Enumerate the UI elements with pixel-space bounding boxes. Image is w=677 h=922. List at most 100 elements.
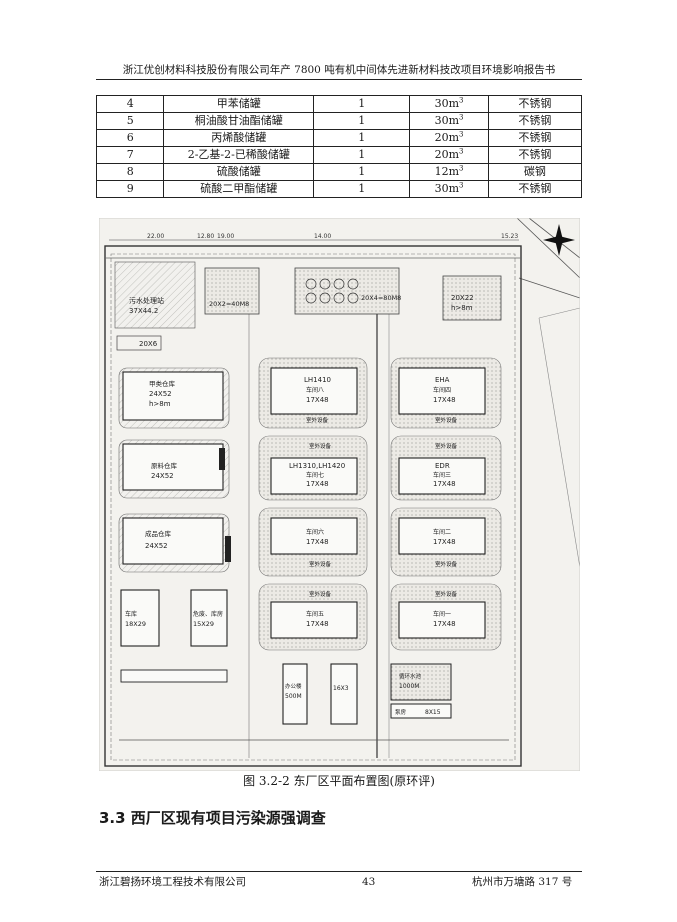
header-rule <box>96 79 582 80</box>
material: 不锈钢 <box>518 131 552 144</box>
tank-farm-1 <box>204 267 260 315</box>
material-cell: 不锈钢 <box>487 146 583 164</box>
wsC-dim: 17X48 <box>306 538 329 546</box>
tank1-label: 20X2=40M8 <box>209 300 249 308</box>
tank3-height: h>8m <box>451 304 473 312</box>
sewage-dim: 37X44.2 <box>129 307 158 315</box>
workshop-2 <box>398 517 486 555</box>
footer-company: 浙江碧扬环境工程技术有限公司 <box>99 876 246 888</box>
material: 不锈钢 <box>518 97 552 110</box>
workshop-6 <box>270 517 358 555</box>
workshop-4 <box>398 367 486 415</box>
wsD-name: 车间五 <box>306 610 324 618</box>
wsB-dim: 17X48 <box>306 480 329 488</box>
dim-3: 19.00 <box>217 233 234 240</box>
tank-name-cell: 2-乙基-2-已稀酸储罐 <box>163 146 315 164</box>
wsA-dim: 17X48 <box>306 396 329 404</box>
material-cell: 不锈钢 <box>487 129 583 147</box>
office-name: 办公楼 <box>285 682 302 690</box>
page-number: 43 <box>362 876 376 888</box>
wsH-name: 车间一 <box>433 610 451 618</box>
quantity-cell: 1 <box>313 163 411 181</box>
quantity-cell: 1 <box>313 180 411 198</box>
volume: 30m <box>434 97 460 110</box>
volume-unit-exponent: 3 <box>459 130 464 139</box>
wsE-name: 车间四 <box>433 386 451 394</box>
wsB-equip: 室外设备 <box>309 442 332 450</box>
workshop-5 <box>270 601 358 639</box>
wsH-equip: 室外设备 <box>435 590 458 598</box>
tank-farm-2 <box>294 267 400 315</box>
workshop-1 <box>398 601 486 639</box>
office-building <box>282 663 308 725</box>
wsG-name: 车间二 <box>433 528 451 536</box>
row-number: 6 <box>126 131 134 144</box>
small-building-1 <box>120 589 160 647</box>
volume: 20m <box>434 131 460 144</box>
quantity: 1 <box>358 131 366 144</box>
volume-cell: 20m3 <box>409 146 489 164</box>
tank-name: 硫酸二甲酯储罐 <box>200 182 278 195</box>
wsE-code: EHA <box>435 376 450 384</box>
volume: 30m <box>434 114 460 127</box>
water-pool <box>390 663 452 701</box>
footer-address: 杭州市万塘路 317 号 <box>472 876 573 888</box>
site-plan-drawing: 22.00 12.80 19.00 14.00 15.23 污水处理站 37X4… <box>99 218 580 771</box>
material: 碳钢 <box>523 165 546 178</box>
small2-name: 危废、库房 <box>193 610 223 618</box>
volume-cell: 30m3 <box>409 112 489 130</box>
row-number-cell: 8 <box>95 163 165 181</box>
material: 不锈钢 <box>518 182 552 195</box>
quantity: 1 <box>358 182 366 195</box>
wsA-name: 车间八 <box>306 386 324 394</box>
volume: 30m <box>434 182 460 195</box>
pump-name: 泵房 <box>395 708 407 716</box>
tank-circles <box>305 278 359 304</box>
wsD-dim: 17X48 <box>306 620 329 628</box>
office2-dim: 16X3 <box>333 685 349 692</box>
ware1-height: h>8m <box>149 400 171 408</box>
wsG-dim: 17X48 <box>433 538 456 546</box>
quantity-cell: 1 <box>313 112 411 130</box>
row-number-cell: 5 <box>95 112 165 130</box>
figure-caption: 图 3.2-2 东厂区平面布置图(原环评) <box>243 774 435 788</box>
pool-block <box>116 335 162 351</box>
running-header: 浙江优创材料科技股份有限公司年产 7800 吨有机中间体先进新材料技改项目环境影… <box>122 64 556 76</box>
wsB-name: 车间七 <box>306 471 324 479</box>
ware3-marker <box>225 536 231 562</box>
small-building-2 <box>190 589 228 647</box>
pump-dim: 8X15 <box>425 709 441 716</box>
row-number: 4 <box>126 97 134 110</box>
small1-name: 车库 <box>125 610 137 618</box>
volume-cell: 30m3 <box>409 95 489 113</box>
wsC-equip: 室外设备 <box>309 560 332 568</box>
wsC-name: 车间六 <box>306 528 324 536</box>
small2-dim: 15X29 <box>193 620 214 628</box>
wsH-dim: 17X48 <box>433 620 456 628</box>
wsE-equip: 室外设备 <box>435 416 458 424</box>
wsA-code: LH1410 <box>304 376 331 384</box>
quantity-cell: 1 <box>313 129 411 147</box>
workshop-7 <box>270 457 358 495</box>
volume-unit-exponent: 3 <box>459 147 464 156</box>
warehouse-3 <box>122 517 224 565</box>
row-number: 8 <box>126 165 134 178</box>
row-number: 5 <box>126 114 134 127</box>
material-cell: 不锈钢 <box>487 112 583 130</box>
tank-name-cell: 甲苯储罐 <box>163 95 315 113</box>
wsA-equip: 室外设备 <box>306 416 329 424</box>
wsB-code: LH1310,LH1420 <box>289 462 345 470</box>
footer-rule <box>96 871 582 872</box>
road-edge <box>538 307 580 569</box>
pool-name: 循环水池 <box>399 672 422 680</box>
gate-building <box>120 669 228 683</box>
material-cell: 不锈钢 <box>487 95 583 113</box>
tank-name: 桐油酸甘油酯储罐 <box>194 114 283 127</box>
pool-label: 20X6 <box>139 340 158 348</box>
